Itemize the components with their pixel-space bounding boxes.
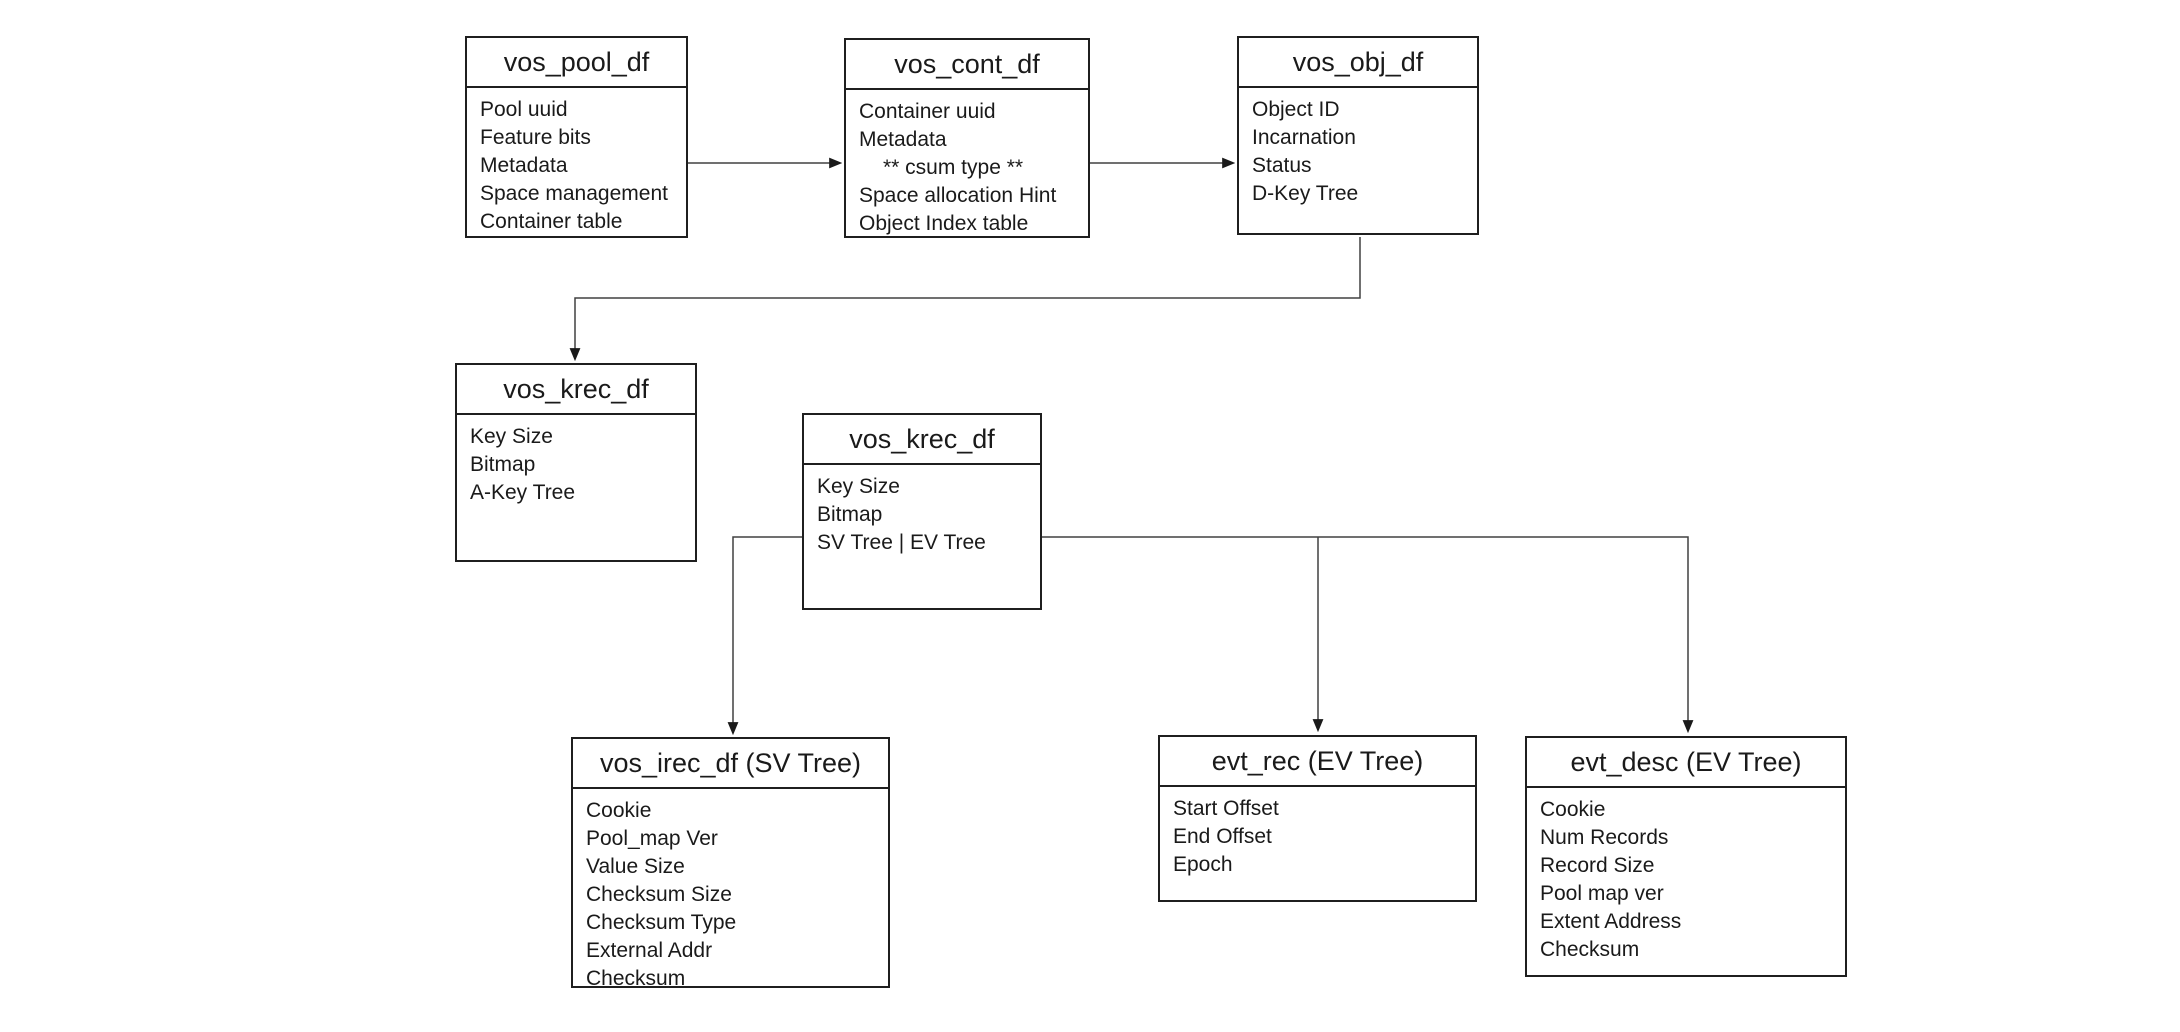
node-field: Incarnation <box>1252 126 1356 149</box>
node-field-list: Pool uuid Feature bits Metadata Space ma… <box>467 88 686 236</box>
node-field: Value Size <box>586 855 685 878</box>
node-evt-desc: evt_desc (EV Tree) Cookie Num Records Re… <box>1525 736 1847 977</box>
node-title: evt_desc (EV Tree) <box>1527 738 1845 788</box>
node-field: Space management <box>480 182 668 205</box>
node-field: Bitmap <box>817 503 883 526</box>
edge-krec-to-irec <box>727 536 802 736</box>
node-field: Metadata <box>859 128 947 151</box>
node-field: Container table <box>480 210 623 233</box>
node-vos-krec-df-akey: vos_krec_df Key Size Bitmap A-Key Tree <box>455 363 697 562</box>
node-field-list: Cookie Pool_map Ver Value Size Checksum … <box>573 789 888 993</box>
node-field: Key Size <box>470 425 553 448</box>
node-field: Pool uuid <box>480 98 568 121</box>
node-field: Cookie <box>1540 798 1606 821</box>
edge-obj-to-krec <box>569 237 1361 362</box>
node-title: evt_rec (EV Tree) <box>1160 737 1475 787</box>
node-field-list: Start Offset End Offset Epoch <box>1160 787 1475 879</box>
node-field: External Addr <box>586 939 713 962</box>
node-field: Metadata <box>480 154 568 177</box>
node-field: Container uuid <box>859 100 996 123</box>
node-field: A-Key Tree <box>470 481 576 504</box>
node-field: Cookie <box>586 799 652 822</box>
node-vos-pool-df: vos_pool_df Pool uuid Feature bits Metad… <box>465 36 688 238</box>
node-field: Object ID <box>1252 98 1340 121</box>
node-field: D-Key Tree <box>1252 182 1359 205</box>
node-title: vos_krec_df <box>457 365 695 415</box>
node-field: Checksum Type <box>586 911 737 934</box>
node-field: ** csum type ** <box>883 156 1024 179</box>
node-vos-krec-df-svev: vos_krec_df Key Size Bitmap SV Tree | EV… <box>802 413 1042 610</box>
node-field: Checksum <box>586 967 686 990</box>
node-field-list: Cookie Num Records Record Size Pool map … <box>1527 788 1845 964</box>
node-field: Status <box>1252 154 1312 177</box>
node-field: Pool_map Ver <box>586 827 718 850</box>
node-field-list: Key Size Bitmap A-Key Tree <box>457 415 695 507</box>
node-field: Checksum Size <box>586 883 732 906</box>
node-field: Key Size <box>817 475 900 498</box>
node-field-list: Object ID Incarnation Status D-Key Tree <box>1239 88 1477 208</box>
node-field-list: Container uuid Metadata ** csum type ** … <box>846 90 1088 238</box>
node-field: SV Tree | EV Tree <box>817 531 986 554</box>
node-field: Extent Address <box>1540 910 1682 933</box>
node-vos-cont-df: vos_cont_df Container uuid Metadata ** c… <box>844 38 1090 238</box>
node-field: Start Offset <box>1173 797 1279 820</box>
node-field: Record Size <box>1540 854 1655 877</box>
node-title: vos_irec_df (SV Tree) <box>573 739 888 789</box>
node-field: Object Index table <box>859 212 1029 235</box>
node-vos-irec-df: vos_irec_df (SV Tree) Cookie Pool_map Ve… <box>571 737 890 990</box>
node-vos-obj-df: vos_obj_df Object ID Incarnation Status … <box>1237 36 1479 235</box>
node-field: Num Records <box>1540 826 1669 849</box>
node-title: vos_cont_df <box>846 40 1088 90</box>
node-title: vos_krec_df <box>804 415 1040 465</box>
node-field: End Offset <box>1173 825 1272 848</box>
node-field: Space allocation Hint <box>859 184 1057 207</box>
node-field-list: Key Size Bitmap SV Tree | EV Tree <box>804 465 1040 557</box>
node-field: Pool map ver <box>1540 882 1664 905</box>
node-field: Feature bits <box>480 126 591 149</box>
node-title: vos_pool_df <box>467 38 686 88</box>
edge-krec-to-evtdesc <box>1042 536 1694 734</box>
node-field: Bitmap <box>470 453 536 476</box>
node-field: Checksum <box>1540 938 1640 961</box>
node-title: vos_obj_df <box>1239 38 1477 88</box>
node-field: Epoch <box>1173 853 1233 876</box>
node-evt-rec: evt_rec (EV Tree) Start Offset End Offse… <box>1158 735 1477 902</box>
